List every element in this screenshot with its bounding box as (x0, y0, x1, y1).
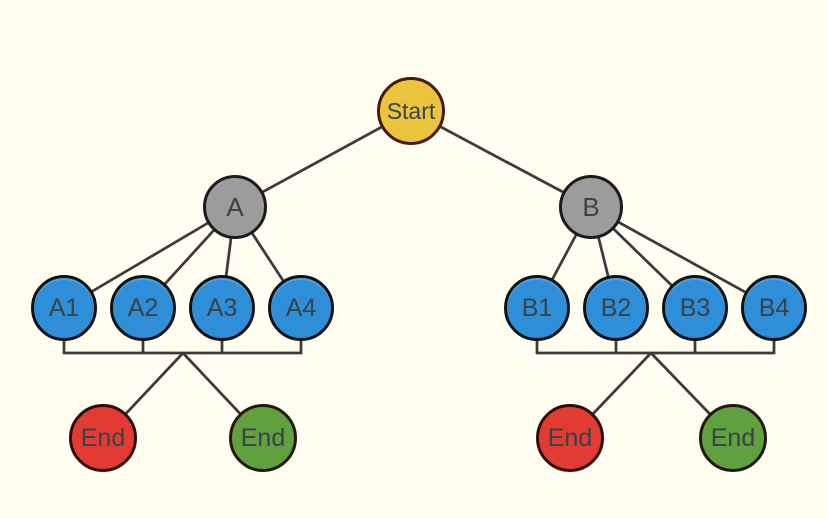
node-label: A1 (48, 293, 80, 322)
node-b4: B4 (741, 275, 807, 341)
node-label: B2 (600, 293, 632, 322)
node-label: Start (386, 97, 436, 124)
node-label: B3 (679, 293, 711, 322)
node-end-b-green: End (699, 404, 767, 472)
node-a3: A3 (189, 275, 255, 341)
node-label: B1 (521, 293, 553, 322)
node-label: End (547, 423, 593, 452)
node-start: Start (377, 77, 445, 145)
node-label: A2 (127, 293, 159, 322)
node-label: End (710, 423, 756, 452)
node-end-a-red: End (69, 404, 137, 472)
node-a4: A4 (268, 275, 334, 341)
node-label: End (80, 423, 126, 452)
node-label: A4 (285, 293, 317, 322)
node-b: B (559, 175, 623, 239)
node-a1: A1 (31, 275, 97, 341)
node-b2: B2 (583, 275, 649, 341)
node-end-a-green: End (229, 404, 297, 472)
node-b3: B3 (662, 275, 728, 341)
node-label: A3 (206, 293, 238, 322)
edge-line (589, 205, 776, 310)
node-label: B4 (758, 293, 790, 322)
node-b1: B1 (504, 275, 570, 341)
node-end-b-red: End (536, 404, 604, 472)
node-label: End (240, 423, 286, 452)
node-a: A (203, 175, 267, 239)
node-label: B (582, 192, 600, 222)
node-a2: A2 (110, 275, 176, 341)
node-label: A (226, 192, 244, 222)
